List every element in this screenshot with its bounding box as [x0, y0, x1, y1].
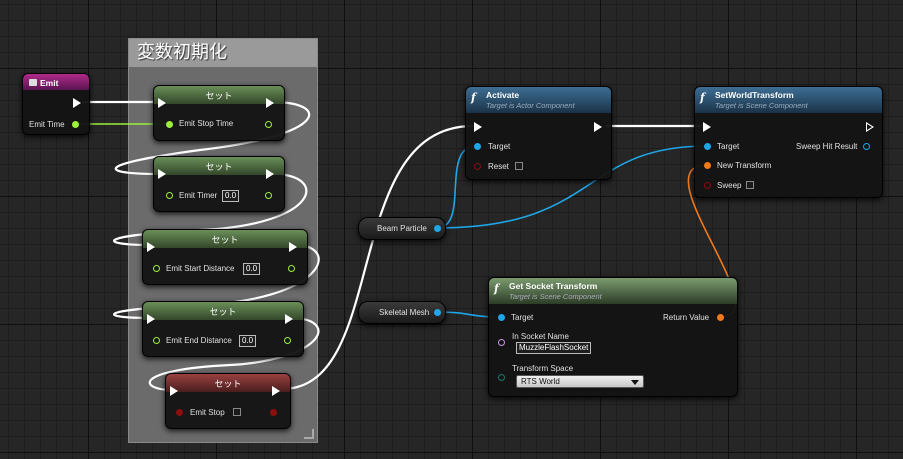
function-icon: f [471, 91, 476, 104]
pin-label: Emit Timer [179, 191, 218, 200]
set-node-header: セット [143, 302, 303, 320]
emit-stop-checkbox[interactable] [233, 408, 241, 416]
emit-timer-in-pin[interactable] [166, 192, 173, 199]
target-pin[interactable] [474, 143, 481, 150]
emit-end-distance-value[interactable]: 0.0 [239, 335, 257, 347]
in-socket-name-label: In Socket Name [512, 332, 569, 341]
set-node-emit-end-distance[interactable]: セット Emit End Distance 0.0 [142, 301, 304, 357]
get-socket-transform-node[interactable]: f Get Socket Transform Target is Scene C… [488, 277, 738, 397]
variable-label: Beam Particle [377, 224, 427, 233]
pin-label: Emit Stop Time [179, 119, 234, 128]
transform-space-dropdown[interactable]: RTS World [516, 375, 644, 388]
emit-stop-in-pin[interactable] [176, 409, 183, 416]
new-transform-pin[interactable] [704, 162, 711, 169]
emit-end-distance-out-pin[interactable] [284, 337, 291, 344]
set-world-transform-node[interactable]: f SetWorldTransform Target is Scene Comp… [694, 86, 883, 198]
node-subtitle: Target is Scene Component [509, 292, 602, 301]
pin-label: Emit Stop [190, 408, 225, 417]
event-icon [29, 79, 37, 87]
exec-out-pin[interactable] [272, 386, 280, 396]
function-icon: f [494, 282, 499, 295]
sweep-hit-result-pin[interactable] [863, 143, 870, 150]
beam-particle-out-pin[interactable] [434, 225, 441, 232]
node-title: Activate [486, 90, 520, 100]
exec-in-pin[interactable] [158, 169, 166, 179]
return-value-label: Return Value [663, 313, 710, 322]
node-title: SetWorldTransform [715, 90, 794, 100]
exec-in-pin[interactable] [158, 98, 166, 108]
transform-space-pin[interactable] [498, 374, 505, 381]
node-subtitle: Target is Actor Component [486, 101, 575, 110]
target-pin[interactable] [704, 143, 711, 150]
emit-start-distance-out-pin[interactable] [288, 265, 295, 272]
return-value-pin[interactable] [717, 314, 724, 321]
node-subtitle: Target is Scene Component [715, 101, 808, 110]
exec-in-pin[interactable] [147, 314, 155, 324]
skeletal-mesh-variable[interactable]: Skeletal Mesh [358, 301, 446, 324]
reset-label: Reset [488, 162, 509, 171]
exec-in-pin[interactable] [703, 122, 711, 132]
target-label: Target [717, 142, 740, 151]
emit-start-distance-in-pin[interactable] [153, 265, 160, 272]
exec-out-pin[interactable] [594, 122, 602, 132]
exec-out-pin[interactable] [866, 122, 874, 132]
target-label: Target [511, 313, 534, 322]
emit-time-pin[interactable] [72, 121, 79, 128]
set-world-transform-header: f SetWorldTransform Target is Scene Comp… [695, 87, 882, 113]
variable-label: Skeletal Mesh [379, 308, 430, 317]
node-title: Get Socket Transform [509, 281, 598, 291]
exec-out-pin[interactable] [285, 314, 293, 324]
transform-space-selected: RTS World [521, 377, 560, 386]
exec-out-pin[interactable] [266, 169, 274, 179]
emit-timer-value[interactable]: 0.0 [222, 190, 240, 202]
comment-title[interactable]: 変数初期化 [129, 39, 317, 67]
exec-out-pin[interactable] [266, 98, 274, 108]
exec-in-pin[interactable] [474, 122, 482, 132]
emit-start-distance-value[interactable]: 0.0 [243, 263, 261, 275]
target-label: Target [488, 142, 511, 151]
emit-event-header: Emit [23, 74, 89, 90]
emit-stop-out-pin[interactable] [270, 409, 277, 416]
sweep-pin[interactable] [704, 182, 711, 189]
reset-pin[interactable] [474, 163, 481, 170]
activate-header: f Activate Target is Actor Component [466, 87, 611, 113]
in-socket-name-value[interactable]: MuzzleFlashSocket [516, 342, 592, 354]
emit-stop-time-in-pin[interactable] [166, 121, 173, 128]
pin-label: Emit End Distance [166, 336, 232, 345]
function-icon: f [700, 91, 705, 104]
beam-particle-variable[interactable]: Beam Particle [358, 217, 446, 240]
exec-out-pin[interactable] [289, 242, 297, 252]
reset-checkbox[interactable] [515, 162, 523, 170]
set-node-header: セット [154, 86, 284, 104]
activate-node[interactable]: f Activate Target is Actor Component Tar… [465, 86, 612, 180]
in-socket-name-pin[interactable] [498, 339, 505, 346]
set-node-emit-stop[interactable]: セット Emit Stop [165, 373, 291, 429]
set-node-emit-stop-time[interactable]: セット Emit Stop Time [153, 85, 285, 141]
exec-out-pin[interactable] [73, 98, 81, 108]
sweep-label: Sweep [717, 181, 742, 190]
get-socket-transform-header: f Get Socket Transform Target is Scene C… [489, 278, 737, 304]
pin-label: Emit Start Distance [166, 264, 235, 273]
exec-in-pin[interactable] [147, 242, 155, 252]
emit-time-label: Emit Time [29, 120, 65, 129]
sweep-hit-result-label: Sweep Hit Result [796, 142, 858, 151]
emit-event-node[interactable]: Emit Emit Time [22, 73, 90, 135]
emit-timer-out-pin[interactable] [265, 192, 272, 199]
target-pin[interactable] [498, 314, 505, 321]
set-node-emit-timer[interactable]: セット Emit Timer 0.0 [153, 156, 285, 212]
skeletal-mesh-out-pin[interactable] [434, 309, 441, 316]
exec-in-pin[interactable] [170, 386, 178, 396]
set-node-header: セット [154, 157, 284, 175]
new-transform-label: New Transform [717, 161, 772, 170]
emit-end-distance-in-pin[interactable] [153, 337, 160, 344]
emit-stop-time-out-pin[interactable] [265, 121, 272, 128]
transform-space-label: Transform Space [512, 364, 574, 373]
chevron-down-icon [631, 380, 639, 385]
emit-event-title: Emit [40, 77, 59, 88]
set-node-emit-start-distance[interactable]: セット Emit Start Distance 0.0 [142, 229, 308, 285]
resize-grip-icon[interactable] [304, 429, 314, 439]
set-node-header: セット [143, 230, 307, 248]
sweep-checkbox[interactable] [746, 181, 754, 189]
